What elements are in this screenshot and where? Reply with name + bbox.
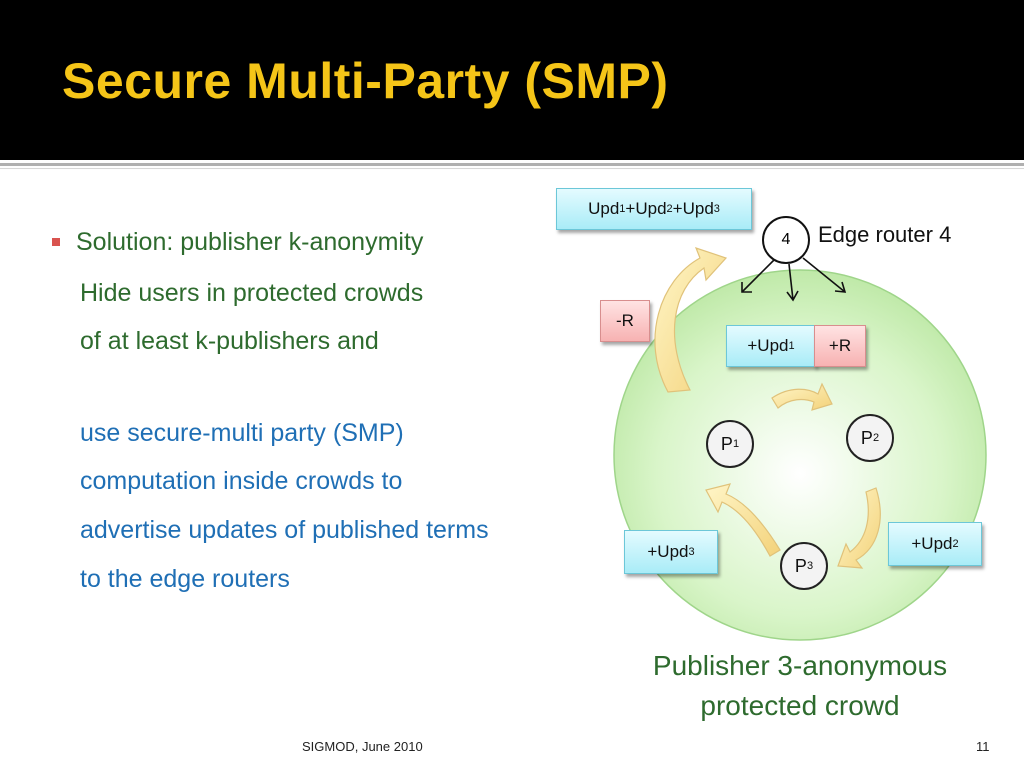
upd-text-1: Upd	[588, 199, 620, 218]
upd-text-2: +Upd	[625, 199, 667, 218]
upd3-sub: 3	[688, 546, 695, 558]
p1-text: P	[720, 433, 733, 454]
p2-text: P	[860, 427, 873, 448]
cycle-arrow-p2-p3	[837, 487, 881, 569]
p1-sub: 1	[732, 438, 740, 450]
plus-r-box: +R	[814, 325, 866, 367]
router-caption: Edge router 4	[818, 222, 952, 247]
upd3-text: +Upd	[647, 542, 689, 561]
divider	[0, 163, 1024, 166]
router-label: 4	[781, 231, 791, 248]
router-arrow-left	[741, 257, 777, 293]
slide-title: Secure Multi-Party (SMP)	[62, 53, 669, 109]
upd2-text: +Upd	[911, 534, 953, 553]
green-line-1: Hide users in protected crowds	[80, 279, 424, 307]
caption-line-2: protected crowd	[700, 690, 900, 721]
p3-text: P	[794, 555, 807, 576]
cycle-arrow-p3-p1	[705, 483, 781, 557]
bullet-marker	[52, 238, 60, 246]
router-arrow-down	[788, 263, 794, 301]
minus-r-label: -R	[616, 311, 634, 330]
plus-r-label: +R	[828, 336, 852, 355]
upd2-sub: 2	[952, 538, 959, 550]
upd1-text: +Upd	[747, 336, 789, 355]
divider-thin	[0, 168, 1024, 169]
blue-line-4: to the edge routers	[80, 565, 290, 593]
upd-text-3: +Upd	[672, 199, 714, 218]
router-arrow-right	[802, 257, 846, 293]
cycle-arrow-p1-p2	[771, 382, 833, 411]
crowd-caption: Publisher 3-anonymous protected crowd	[620, 646, 980, 726]
p2-sub: 2	[872, 432, 880, 444]
minus-r-box: -R	[600, 300, 650, 342]
page-number: 11	[976, 739, 990, 754]
caption-line-1: Publisher 3-anonymous	[652, 650, 948, 681]
edge-router-node: 4	[762, 216, 810, 264]
upd1-sub: 1	[788, 340, 795, 352]
blue-line-3: advertise updates of published terms	[80, 516, 489, 544]
curve-arrow-up	[654, 247, 728, 393]
blue-line-1: use secure-multi party (SMP)	[80, 419, 404, 447]
upd-sub-3: 3	[713, 203, 720, 215]
footer-venue: SIGMOD, June 2010	[302, 739, 423, 754]
blue-line-2: computation inside crowds to	[80, 467, 403, 495]
bullet-main: Solution: publisher k-anonymity	[76, 228, 424, 256]
upd-sub-1: 1	[619, 203, 626, 215]
title-bar: Secure Multi-Party (SMP)	[0, 0, 1024, 160]
green-line-2: of at least k-publishers and	[80, 327, 379, 355]
p3-sub: 3	[806, 560, 814, 572]
upd-sub-2: 2	[666, 203, 673, 215]
